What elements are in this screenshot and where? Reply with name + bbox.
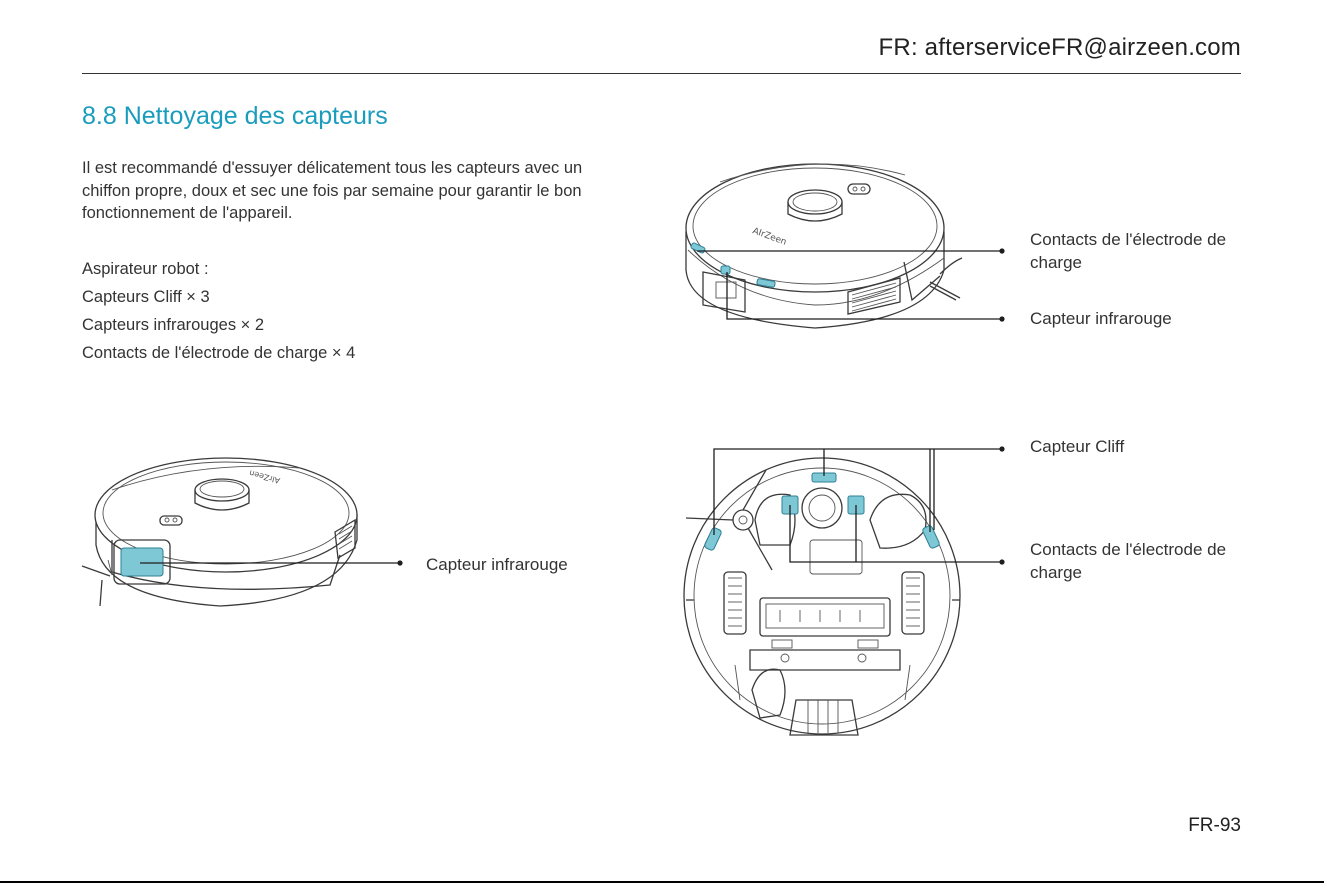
label-top-infrared: Capteur infrarouge — [1030, 309, 1172, 328]
sensor-list-heading: Aspirateur robot : — [82, 260, 209, 278]
label-top-contacts-line2: charge — [1030, 252, 1082, 272]
sensor-list-item: Contacts de l'électrode de charge × 4 — [82, 344, 356, 362]
bottom-border — [0, 881, 1324, 883]
sensor-list-item: Capteurs infrarouges × 2 — [82, 316, 265, 334]
label-bottom-contacts-line1: Contacts de l'électrode de — [1030, 540, 1227, 559]
intro-paragraph: Il est recommandé d'essuyer délicatement… — [82, 159, 583, 222]
label-bottom-cliff: Capteur Cliff — [1030, 437, 1125, 456]
robot-underside-illustration — [683, 446, 1005, 736]
label-top-contacts-line1: Contacts de l'électrode de — [1030, 230, 1227, 249]
label-bottom-contacts-line2: charge — [1030, 562, 1082, 582]
page-number: FR-93 — [1188, 815, 1241, 836]
sensor-list: Aspirateur robot : Capteurs Cliff × 3 Ca… — [82, 255, 355, 367]
label-left-infrared: Capteur infrarouge — [426, 555, 568, 574]
label-top-contacts: Contacts de l'électrode de charge — [1030, 229, 1226, 274]
robot-top-view-illustration: AIrZeen — [685, 163, 1005, 329]
header-email: FR: afterserviceFR@airzeen.com — [878, 34, 1241, 61]
section-title: 8.8 Nettoyage des capteurs — [82, 102, 388, 130]
sensor-list-item: Capteurs Cliff × 3 — [82, 288, 210, 306]
header-divider — [82, 73, 1241, 74]
label-bottom-contacts: Contacts de l'électrode de charge — [1030, 539, 1226, 584]
robot-front-view-illustration: AIrZeen — [81, 457, 403, 607]
